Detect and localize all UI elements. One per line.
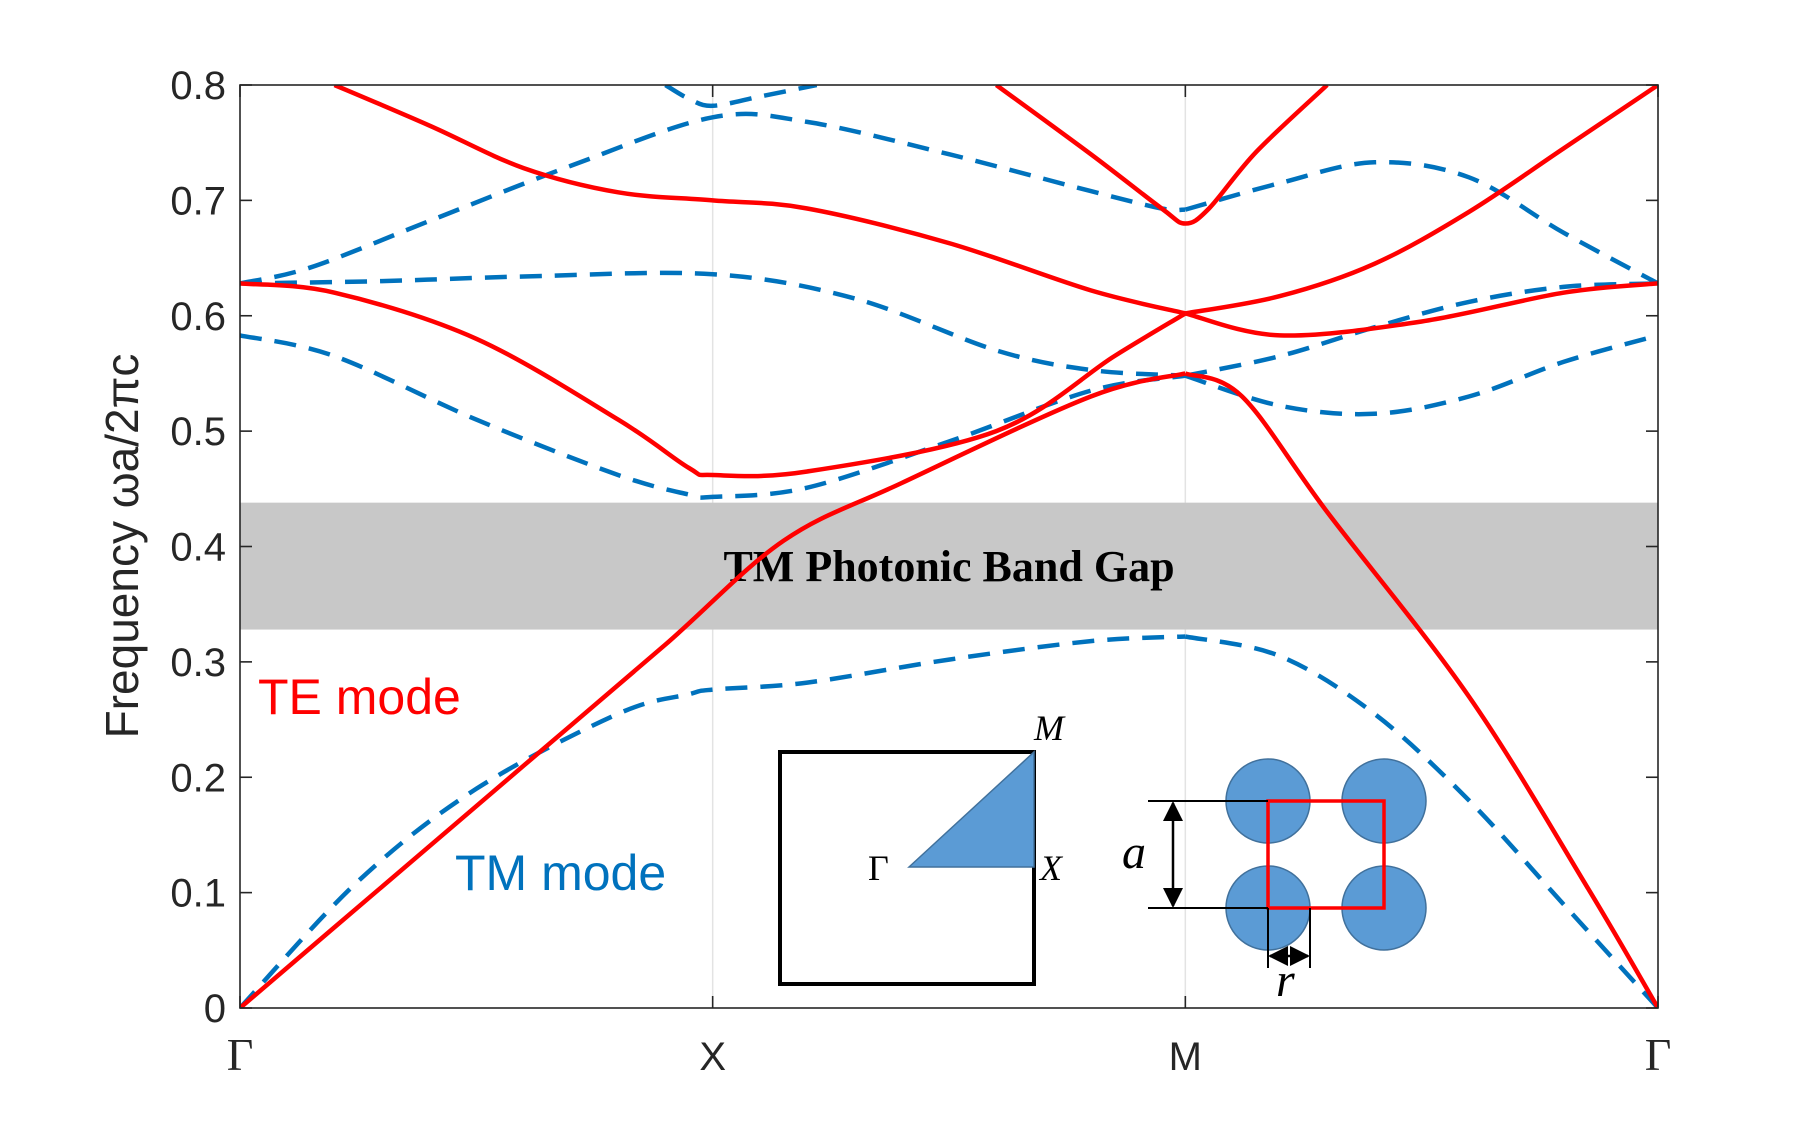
y-tick-label: 0.2	[170, 756, 226, 800]
brillouin-zone-inset: Γ X M	[778, 708, 1066, 986]
axis-ticks: 0 0.1 0.2 0.3 0.4 0.5 0.6 0.7 0.8Γ X M Γ	[170, 64, 1671, 1080]
y-tick-label: 0.7	[170, 179, 226, 223]
tm-band-7	[240, 111, 1186, 286]
tm-band-1	[240, 634, 1186, 1008]
te-band-2	[1184, 371, 1658, 1008]
band-curves	[240, 85, 1658, 1008]
tm-band-6	[1184, 281, 1658, 378]
y-tick-label: 0.8	[170, 64, 226, 108]
tm-band-2	[1184, 634, 1658, 1008]
x-tick-label: M	[1169, 1035, 1202, 1079]
tm-band-8	[1184, 159, 1658, 286]
tm-band-5	[240, 270, 1186, 378]
tm-band-4	[1184, 333, 1658, 417]
bz-gamma-label: Γ	[868, 848, 889, 888]
tm-band-9	[664, 85, 818, 109]
tm-band-3	[240, 333, 1186, 500]
lattice-inset: a r	[1122, 758, 1427, 1007]
y-tick-label: 0.5	[170, 410, 226, 454]
te-band-6	[1184, 85, 1658, 316]
unit-cell	[1266, 799, 1386, 910]
te-band-5	[333, 85, 1186, 316]
band-gap-label: TM Photonic Band Gap	[723, 542, 1174, 591]
y-tick-label: 0.3	[170, 641, 226, 685]
te-band-3	[240, 281, 1187, 479]
y-axis-label: Frequency ωa/2πc	[96, 354, 148, 739]
tm-mode-label: TM mode	[455, 845, 666, 901]
te-mode-label: TE mode	[258, 669, 461, 725]
radius-label: r	[1276, 954, 1295, 1007]
y-tick-label: 0.6	[170, 295, 226, 339]
x-tick-label: Γ	[1645, 1029, 1672, 1080]
te-band-1	[240, 371, 1186, 1008]
y-tick-label: 0.1	[170, 872, 226, 916]
te-band-7	[994, 85, 1329, 226]
band-gap-band	[240, 502, 1658, 630]
x-tick-label: Γ	[227, 1029, 254, 1080]
irreducible-zone-triangle	[907, 750, 1035, 868]
te-band-4	[1184, 281, 1658, 338]
y-tick-label: 0	[204, 987, 226, 1031]
y-tick-label: 0.4	[170, 526, 226, 570]
x-tick-label: X	[699, 1035, 726, 1079]
bz-m-label: M	[1033, 708, 1066, 748]
bz-x-label: X	[1038, 848, 1064, 888]
brillouin-zone-square	[778, 750, 1036, 986]
lattice-constant-label: a	[1122, 826, 1146, 879]
